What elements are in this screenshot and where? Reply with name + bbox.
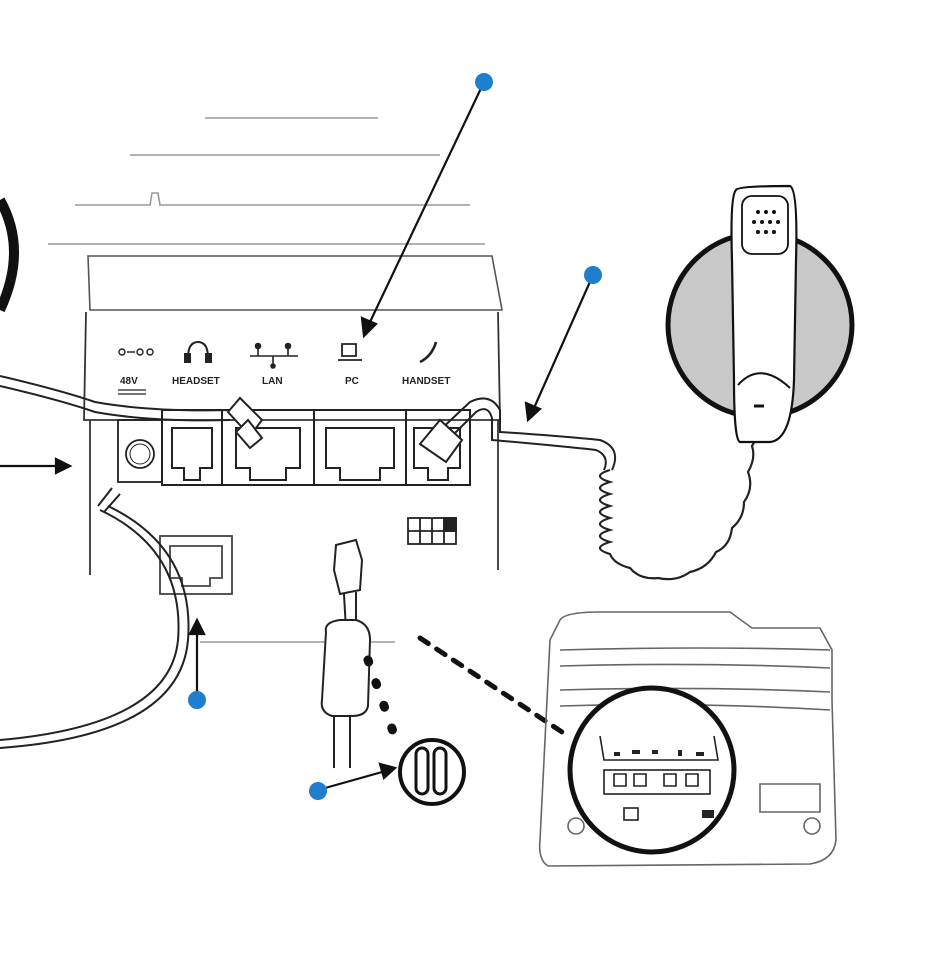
headset-icon [185,342,211,362]
headset-port-label: HEADSET [172,376,220,387]
handset-arrow-line [534,275,593,408]
handset [668,186,852,442]
phone-housing-top [48,118,502,310]
power-port-icon [119,349,153,355]
lan-icon [250,344,298,369]
power-jack [118,420,162,482]
pc-socket [314,410,406,485]
handset-coil [600,404,757,579]
handset-arrowhead [526,403,540,420]
network-cable-with-ferrite [322,540,370,768]
ferrite-arrow-line [318,772,382,790]
magnified-port-callout [570,688,734,852]
handset-port-label: HANDSET [402,376,450,387]
ext-port-grid [408,518,456,544]
callout-dot-ext [188,691,206,709]
callout-dot-pc [475,73,493,91]
power-port-label: 48V [120,376,138,387]
callout-dot-ferrite [309,782,327,800]
handset-earpiece [742,196,788,254]
dotted-guides [368,638,565,740]
arrows [0,82,593,790]
ferrite-core-icon [400,740,464,804]
handset-port-icon [420,342,436,362]
lan-port-label: LAN [262,376,283,387]
pc-arrow-line [370,82,484,322]
lower-rj-socket [160,536,232,594]
pc-icon [338,344,362,360]
left-edge-circle [0,200,14,310]
callout-dot-handset [584,266,602,284]
lan-cable [228,398,262,448]
pc-arrowhead [362,318,376,336]
ext-arrowhead [190,620,204,634]
ferrite-arrowhead [380,764,395,778]
power-arrowhead [56,459,70,473]
pc-port-label: PC [345,376,359,387]
